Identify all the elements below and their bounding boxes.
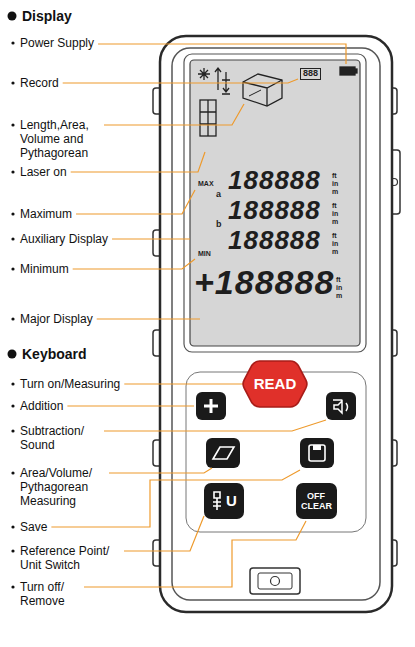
section-heading: Display <box>22 8 72 24</box>
leader-line <box>97 318 200 319</box>
bullet-dot <box>11 549 14 552</box>
callout-label: Area/Volume/ Pythagorean Measuring <box>20 466 105 508</box>
bullet-dot <box>11 237 14 240</box>
bullet-dot <box>11 585 14 588</box>
bullet-dots <box>11 41 14 588</box>
callout-label: Turn on/Measuring <box>20 377 120 391</box>
unit-marks: ft in m <box>332 202 344 226</box>
bullets <box>8 12 17 359</box>
bullet-dot <box>11 525 14 528</box>
bullet-dot <box>11 471 14 474</box>
lcd-screen: 888MAX 188888 ft in m a 188888 ft in m MIN b 188… <box>190 60 360 346</box>
lcd-digits: +188888 <box>194 264 334 301</box>
callout-label: Reference Point/ Unit Switch <box>20 544 120 572</box>
leader-line <box>124 516 204 551</box>
callout-label: Auxiliary Display <box>20 232 108 246</box>
leader-line <box>104 104 244 125</box>
button-label: U <box>226 493 237 510</box>
callout-label: Record <box>20 76 59 90</box>
unit-marks: ft in m <box>336 276 348 300</box>
leader-line <box>71 152 205 172</box>
lcd-indicator: 888 <box>300 68 321 80</box>
lcd-indicator: a <box>216 190 221 200</box>
callout-label: Laser on <box>20 165 67 179</box>
read-button: READ <box>242 359 308 409</box>
button-label: READ <box>254 376 297 393</box>
bullet-dot <box>11 267 14 270</box>
lcd-digits: 188888 <box>228 166 321 195</box>
unit-marks: ft in m <box>332 232 344 256</box>
leader-line <box>84 521 306 587</box>
bullet-dot <box>11 170 14 173</box>
callout-label: Save <box>20 520 47 534</box>
callout-label: Major Display <box>20 312 93 326</box>
bullet-dot <box>11 212 14 215</box>
leader-line <box>73 259 195 269</box>
callout-label: Power Supply <box>20 36 94 50</box>
bullet-dot <box>11 123 14 126</box>
leader-line <box>76 190 195 214</box>
bullet-dot <box>11 429 14 432</box>
callout-label: Maximum <box>20 207 72 221</box>
leader-line <box>109 468 212 473</box>
leader-line <box>124 383 246 384</box>
callout-label: Addition <box>20 399 63 413</box>
bullet-dot <box>11 81 14 84</box>
unit-marks: ft in m <box>332 172 344 196</box>
lcd-digits: 188888 <box>228 196 321 225</box>
bullet-dot <box>11 404 14 407</box>
leader-lines <box>51 44 346 587</box>
leader-line <box>104 420 326 431</box>
leader-line <box>98 44 346 64</box>
leader-line <box>112 238 190 239</box>
lcd-digits: 188888 <box>228 226 321 255</box>
bullet-dot <box>11 41 14 44</box>
lcd-indicator: MAX <box>198 180 214 188</box>
clear-button: OFF CLEAR <box>296 483 337 519</box>
section-heading: Keyboard <box>22 346 87 362</box>
bullet-dot <box>11 382 14 385</box>
callout-label: Length,Area, Volume and Pythagorean <box>20 118 100 160</box>
leader-line <box>67 405 194 406</box>
callout-label: Turn off/ Remove <box>20 580 80 608</box>
lcd-icons <box>198 67 357 136</box>
lcd-indicator: MIN <box>198 250 211 258</box>
callout-label: Subtraction/ Sound <box>20 424 100 452</box>
button-label: OFF CLEAR <box>301 491 331 511</box>
callout-label: Minimum <box>20 262 69 276</box>
housing <box>153 36 400 612</box>
leader-line <box>63 79 298 83</box>
reference-icon <box>211 490 223 512</box>
lcd-indicator: b <box>216 220 222 230</box>
bullet-dot <box>11 317 14 320</box>
unit-button: U <box>204 483 244 519</box>
